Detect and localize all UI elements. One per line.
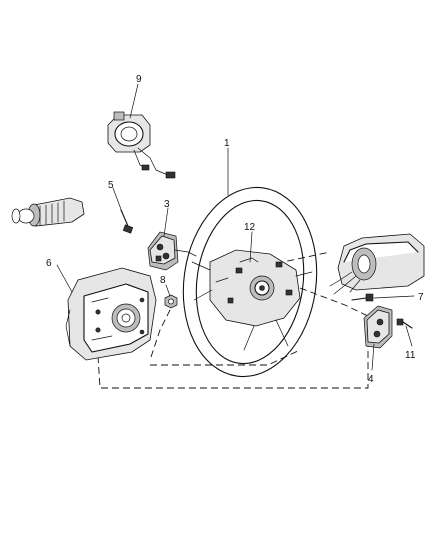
clockspring-assembly [107, 111, 176, 179]
screw-7 [351, 293, 374, 302]
callout-7: 7 [418, 292, 424, 303]
airbag-module [65, 267, 157, 361]
nut-8 [164, 294, 178, 309]
leader-lines [56, 83, 415, 371]
callout-3: 3 [164, 199, 170, 210]
screw-11 [396, 318, 413, 329]
left-speed-control-switch [147, 231, 197, 271]
callout-labels: 9 5 3 1 12 6 8 7 11 4 [46, 74, 424, 385]
callout-1: 1 [224, 138, 230, 149]
right-speed-control-switch [363, 305, 393, 349]
callout-9: 9 [136, 74, 142, 85]
column-shroud [329, 233, 425, 295]
steering-wheel [182, 186, 318, 378]
callout-4: 4 [368, 374, 374, 385]
callout-11: 11 [405, 350, 416, 361]
steering-column-shaft [11, 197, 85, 227]
callout-12: 12 [244, 222, 256, 233]
callout-5: 5 [108, 180, 114, 191]
callout-8: 8 [160, 275, 166, 286]
callout-6: 6 [46, 258, 52, 269]
screw-5 [120, 209, 134, 234]
